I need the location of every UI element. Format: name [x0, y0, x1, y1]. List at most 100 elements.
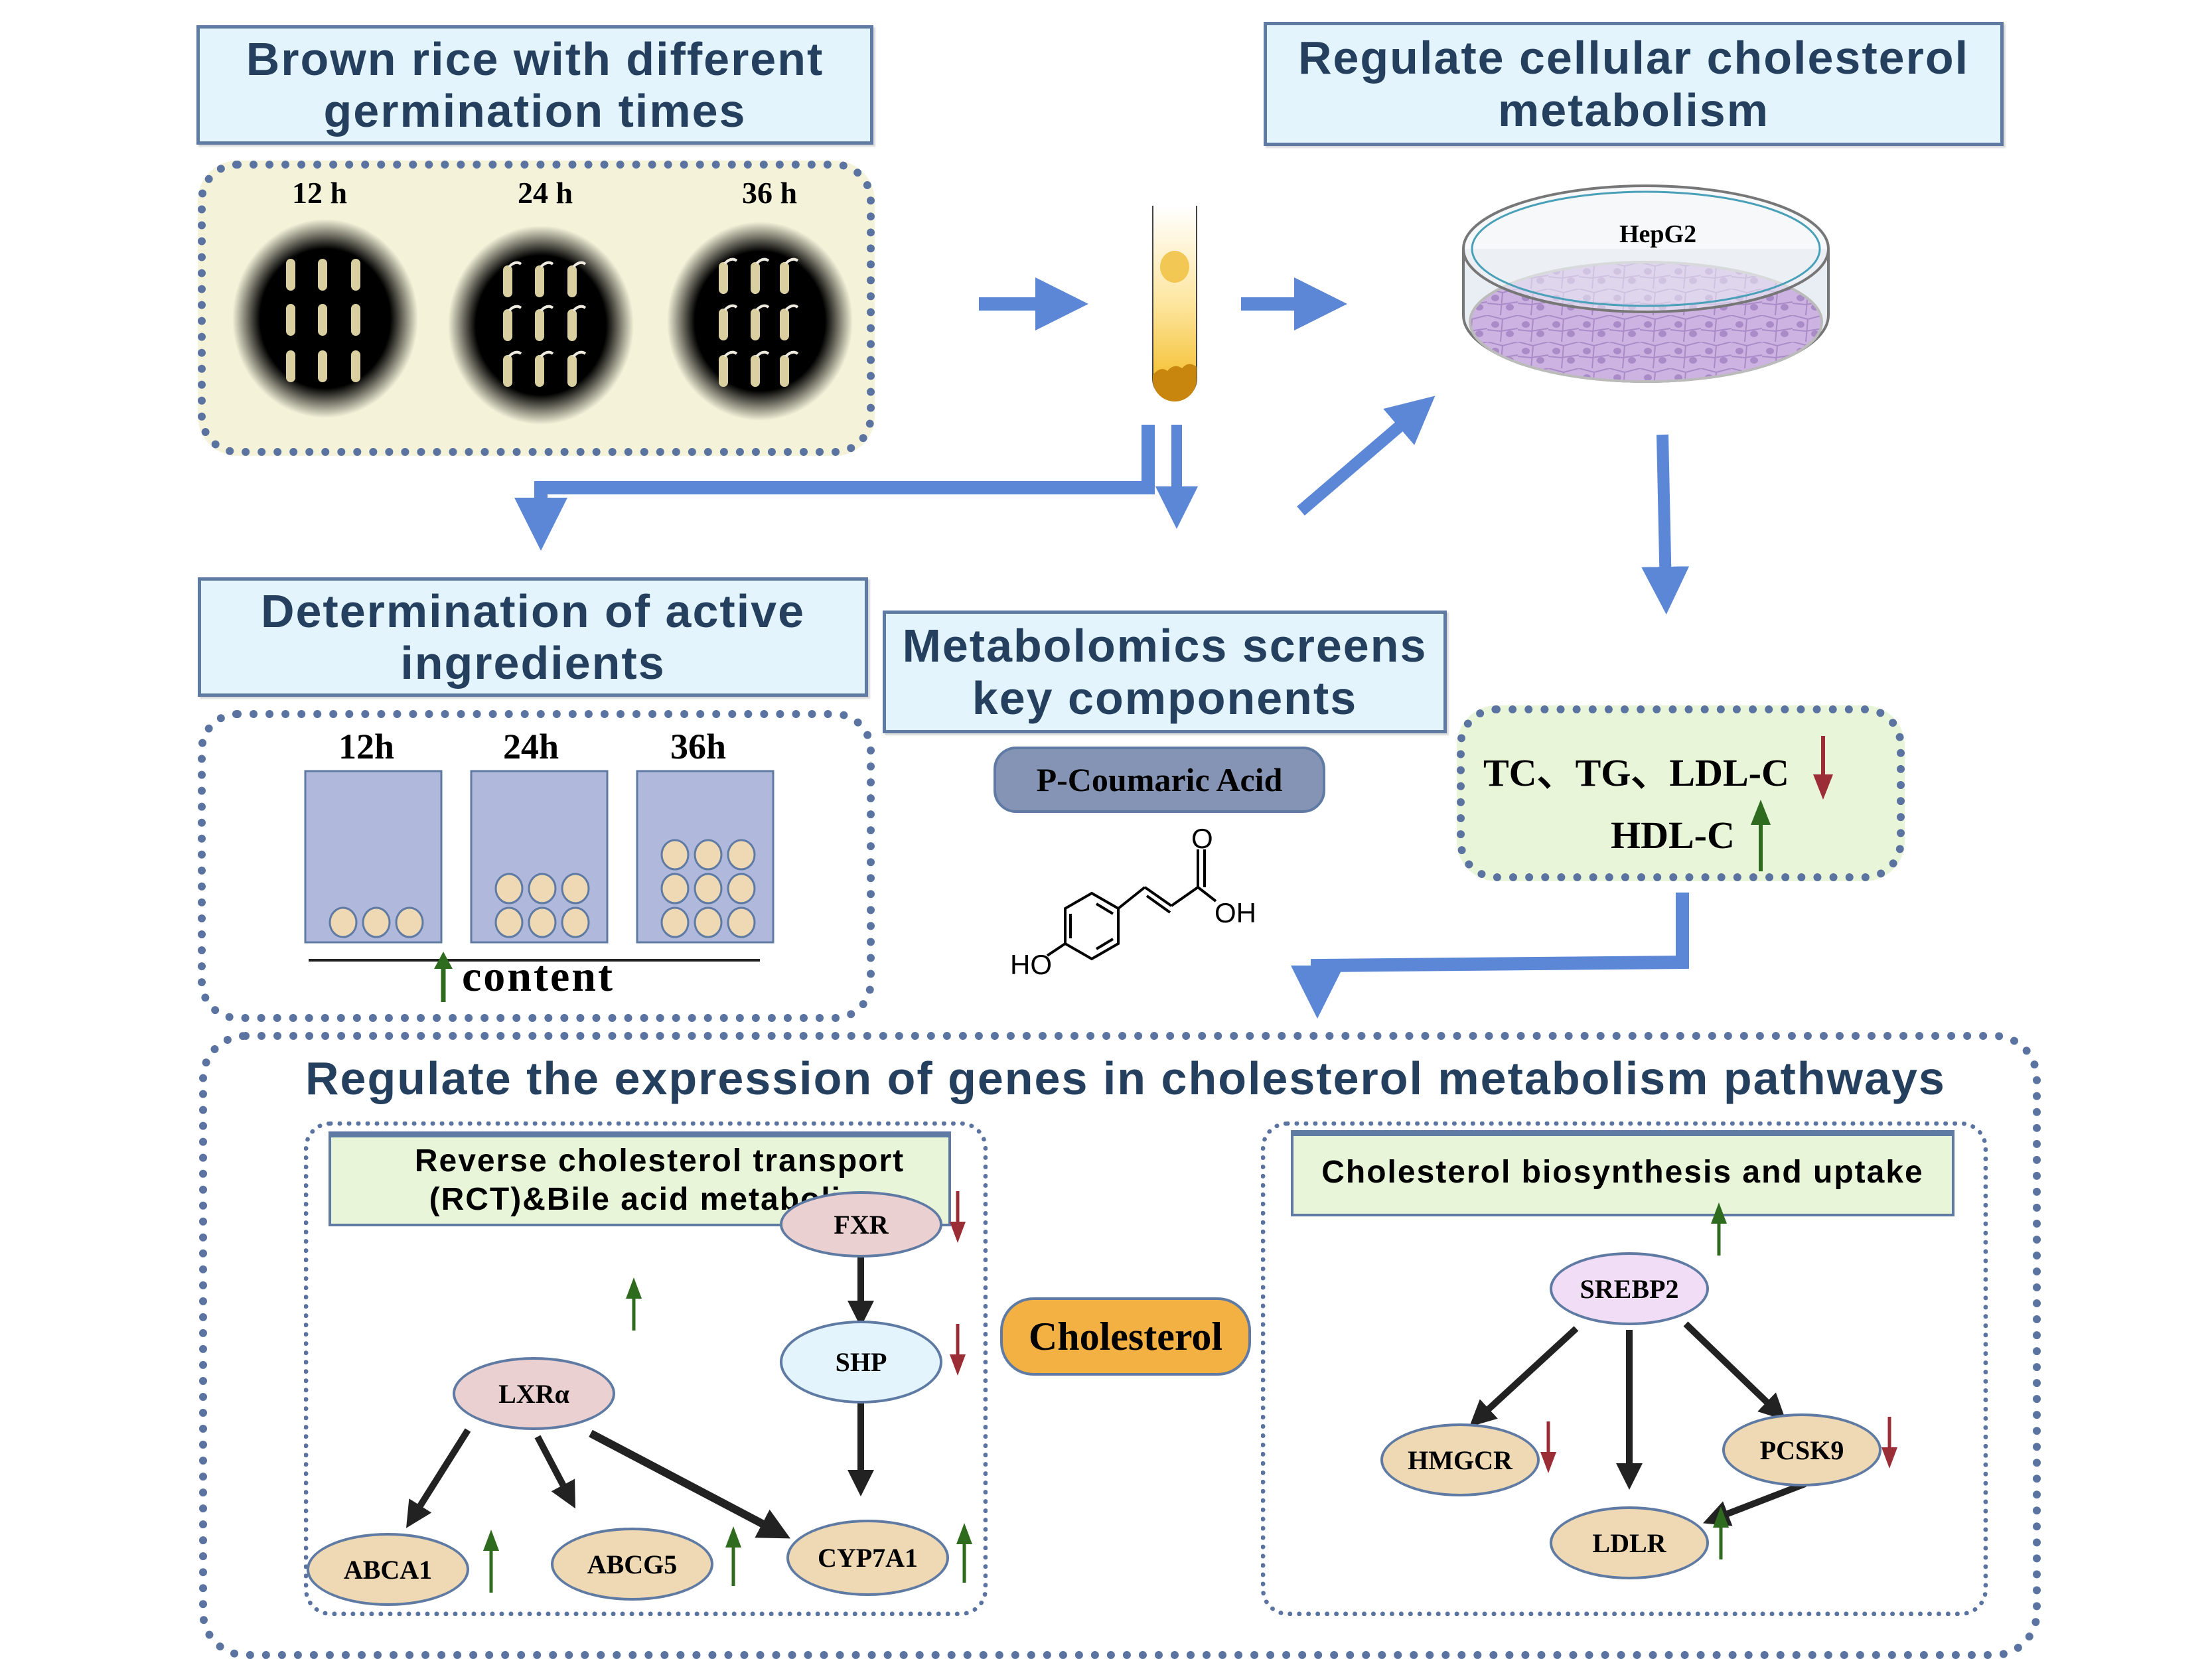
- cellular-title-box: Regulate cellular cholesterol metabolism: [1264, 22, 2004, 146]
- lipid-results-panel: TC、TG、LDL-C HDL-C: [1457, 705, 1905, 881]
- gene-label-lxra: LXRα: [498, 1378, 569, 1409]
- cholesterol-label: Cholesterol: [1028, 1314, 1223, 1358]
- sample-label-12h: 12 h: [292, 176, 348, 210]
- trend-arrow-cyp7a1: [956, 1523, 972, 1583]
- gene-label-ldlr: LDLR: [1592, 1528, 1666, 1558]
- gene-label-srebp2: SREBP2: [1580, 1273, 1679, 1304]
- edge-lxra-abca1: [406, 1428, 471, 1528]
- gene-regulation-panel: [199, 1032, 2041, 1659]
- trend-arrow-abca1: [483, 1530, 499, 1593]
- trend-arrow-shp: [950, 1324, 966, 1376]
- trend-arrow-fxr: [950, 1191, 966, 1243]
- cellular-title-line1: Regulate cellular cholesterol: [1297, 32, 1970, 84]
- granule: [561, 906, 590, 938]
- gene-node-hmgcr: HMGCR: [1380, 1423, 1540, 1496]
- granule: [660, 839, 690, 871]
- lipids-decreased-label: TC、TG、LDL-C: [1483, 751, 1789, 794]
- metabolomics-title-box: Metabolomics screens key components: [883, 611, 1447, 733]
- ingredients-title-line2: ingredients: [400, 637, 666, 689]
- gene-label-cyp7a1: CYP7A1: [817, 1543, 919, 1573]
- gene-node-ldlr: LDLR: [1550, 1506, 1709, 1579]
- cholesterol-pill: Cholesterol: [1000, 1297, 1251, 1376]
- trend-arrow-hmgcr: [1540, 1421, 1556, 1473]
- p-coumaric-acid-structure: O OH HO: [1010, 823, 1256, 980]
- arrow-metabolomics-to-cells: [1297, 396, 1436, 516]
- lipids-increased-label: HDL-C: [1611, 813, 1735, 857]
- gene-node-fxr: FXR: [780, 1191, 942, 1258]
- granule: [727, 873, 756, 904]
- petri-dish: HepG2: [1462, 184, 1830, 383]
- granule: [727, 839, 756, 871]
- gene-label-abcg5: ABCG5: [587, 1549, 678, 1579]
- gene-label-abca1: ABCA1: [343, 1554, 433, 1585]
- germination-title-line1: Brown rice with different: [246, 33, 824, 85]
- gene-node-abcg5: ABCG5: [551, 1528, 713, 1601]
- granule: [494, 873, 524, 904]
- lipids-decreased: TC、TG、LDL-C: [1483, 736, 1838, 802]
- up-arrow-icon: [1750, 800, 1771, 871]
- rice-dish-36h: [667, 222, 853, 421]
- bar-label-36h: 36h: [670, 727, 727, 766]
- granule: [561, 873, 590, 904]
- ingredients-title-box: Determination of active ingredients: [198, 577, 868, 697]
- gene-node-cyp7a1: CYP7A1: [786, 1520, 949, 1596]
- acid-oh-label: OH: [1215, 897, 1256, 928]
- rice-dish-24h: [448, 226, 634, 425]
- granule: [362, 906, 391, 938]
- content-label: content: [462, 952, 615, 1001]
- trend-arrow-abcg5: [725, 1526, 741, 1586]
- edge-lxra-cyp7a1: [589, 1429, 790, 1539]
- edge-pcsk9-ldlr: [1703, 1480, 1806, 1526]
- biosynthesis-title: Cholesterol biosynthesis and uptake: [1321, 1155, 1924, 1190]
- arrow-lipids-to-genes: [1291, 893, 1689, 1019]
- rice-dish-12h: [232, 219, 418, 418]
- germination-title-box: Brown rice with different germination ti…: [196, 25, 873, 145]
- sample-label-36h: 36 h: [742, 176, 798, 210]
- granule: [494, 906, 524, 938]
- ingredients-title-line1: Determination of active: [260, 585, 806, 637]
- bar-label-12h: 12h: [338, 727, 395, 766]
- ingredient-bars: [304, 770, 774, 962]
- gene-label-pcsk9: PCSK9: [1759, 1435, 1844, 1465]
- gene-section-title: Regulate the expression of genes in chol…: [305, 1052, 1946, 1104]
- phenol-ho-label: HO: [1010, 949, 1052, 980]
- granule: [694, 873, 723, 904]
- gene-label-fxr: FXR: [834, 1209, 889, 1240]
- granule: [727, 906, 756, 938]
- granule: [395, 906, 424, 938]
- granule: [528, 873, 557, 904]
- granule: [660, 906, 690, 938]
- lipids-increased: HDL-C: [1611, 798, 1776, 871]
- carbonyl-o-label: O: [1191, 823, 1213, 854]
- metabolomics-title-line2: key components: [972, 672, 1358, 724]
- edge-lxra-abcg5: [534, 1435, 575, 1509]
- granule: [329, 906, 358, 938]
- cellular-title-line2: metabolism: [1497, 84, 1769, 136]
- sample-label-24h: 24 h: [518, 176, 573, 210]
- arrow-cells-to-lipids: [1641, 434, 1690, 614]
- bar-label-24h: 24h: [503, 727, 559, 766]
- up-arrow-icon: [434, 952, 453, 1002]
- edge-srebp2-pcsk9: [1683, 1321, 1786, 1421]
- gene-node-shp: SHP: [780, 1321, 942, 1404]
- metabolomics-title-line1: Metabolomics screens: [902, 620, 1428, 672]
- biosynthesis-subtitle-box: Cholesterol biosynthesis and uptake: [1291, 1130, 1954, 1216]
- rct-bile-acid-panel: [304, 1121, 988, 1616]
- edge-srebp2-hmgcr: [1469, 1326, 1579, 1427]
- trend-arrow-lxra: [626, 1277, 642, 1331]
- trend-arrow-ldlr: [1713, 1506, 1729, 1559]
- granule: [694, 906, 723, 938]
- cell-line-label: HepG2: [1619, 220, 1696, 248]
- extract-test-tube: [1152, 206, 1197, 401]
- trend-arrow-pcsk9: [1881, 1417, 1897, 1469]
- compound-name: P-Coumaric Acid: [1036, 761, 1283, 798]
- ingredients-panel: 12h 24h 36h content: [198, 710, 875, 1022]
- gene-node-lxra: LXRα: [453, 1357, 615, 1430]
- rice-samples-panel: 12 h 24 h 36 h: [198, 161, 875, 456]
- compound-pill: P-Coumaric Acid: [994, 747, 1325, 813]
- granule: [528, 906, 557, 938]
- biosynthesis-uptake-panel: [1261, 1121, 1988, 1616]
- gene-label-hmgcr: HMGCR: [1408, 1445, 1512, 1475]
